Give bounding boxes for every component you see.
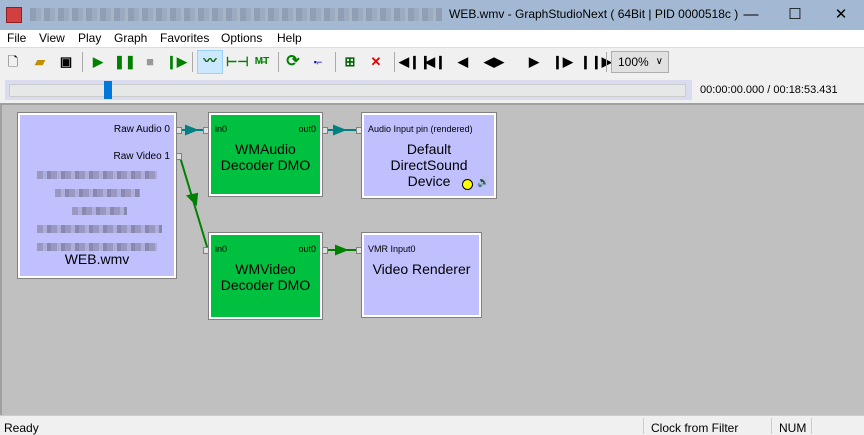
stop-icon[interactable]: ■ [146,54,154,69]
connect-mt-icon[interactable]: M̶T [254,56,270,67]
add-filter-icon[interactable]: ⊞ [344,54,356,69]
maximize-button[interactable]: ☐ [788,6,802,23]
filter-directsound-renderer[interactable]: Audio Input pin (rendered) Default Direc… [361,112,497,199]
pin-box [176,127,182,134]
zoom-select[interactable]: 100% ∨ [611,51,669,73]
close-button[interactable]: ✕ [834,6,848,23]
filter-name: WMVideo [235,261,296,277]
toolbar [0,47,864,77]
seek-forward-icon[interactable]: ▶ [529,54,539,69]
title-bar: WEB.wmv - GraphStudioNext ( 64Bit | PID … [0,0,864,30]
seek-thumb[interactable] [103,81,112,99]
filter-name: Device [407,173,451,189]
menu-options[interactable]: Options [221,31,263,45]
wire-audio-out [325,124,359,136]
blurred-info [37,171,157,179]
menu-favorites[interactable]: Favorites [160,31,210,45]
filter-name: Decoder DMO [220,277,311,293]
filter-name: WMAudio [235,141,296,157]
filter-name: Decoder DMO [220,157,311,173]
pin-box [322,127,328,134]
step-icon[interactable]: ❙▶ [166,54,187,69]
pin-box [356,127,362,134]
seek-back-icon[interactable]: ◀ [458,54,468,69]
frame-step-icon[interactable]: ◀▶ [484,54,504,69]
play-icon[interactable]: ▶ [93,54,103,69]
pin-in[interactable]: in0 [215,244,228,254]
seek-forward-large-icon[interactable]: ❙▶ [552,54,573,69]
open-icon[interactable]: ▰ [35,54,45,69]
save-icon[interactable]: ▣ [59,54,73,69]
menu-view[interactable]: View [39,31,65,45]
pin-in[interactable]: Audio Input pin (rendered) [368,124,473,134]
blurred-info [37,243,157,251]
blurred-info [72,207,127,215]
filter-video-renderer[interactable]: VMR Input0 Video Renderer [361,232,482,318]
filter-name: WEB.wmv [64,251,130,267]
window-title: WEB.wmv - GraphStudioNext ( 64Bit | PID … [449,7,739,21]
app-icon [6,7,22,23]
pin-box [203,247,209,254]
filter-name: DirectSound [390,157,468,173]
status-num: NUM [779,421,807,435]
filter-name: Default [406,141,452,157]
pin-box [356,247,362,254]
pin-raw-audio[interactable]: Raw Audio 0 [113,124,170,135]
filter-source[interactable]: Raw Audio 0 Raw Video 1 WEB.wmv [17,112,177,279]
wire-video-out [325,244,359,256]
clock-icon[interactable]: ▪⌐ [313,57,323,67]
remove-filter-icon[interactable]: ✕ [370,54,382,69]
clock-icon [462,179,473,190]
zoom-value: 100% [618,55,649,69]
status-clock: Clock from Filter [651,421,739,435]
chevron-down-icon: ∨ [655,56,663,67]
menu-graph[interactable]: Graph [114,31,148,45]
refresh-icon[interactable]: ⟳ [286,53,300,70]
blurred-info [37,225,162,233]
pin-in[interactable]: VMR Input0 [368,244,416,254]
new-icon[interactable]: 🗋 [7,54,19,69]
blurred-info [55,189,140,197]
pin-raw-video[interactable]: Raw Video 1 [113,151,170,162]
seek-back-large-icon[interactable]: ◀❙ [425,54,446,69]
status-bar: Ready Clock from Filter NUM [0,415,864,435]
minimize-button[interactable]: — [743,6,759,23]
pin-in[interactable]: in0 [215,124,228,134]
wire-video-in [179,156,209,251]
filter-name: Video Renderer [372,261,471,277]
seek-track[interactable] [9,84,686,97]
filter-wmvideo-decoder[interactable]: in0 out0 WMVideo Decoder DMO [208,232,323,320]
pin-out[interactable]: out0 [298,124,316,134]
time-readout: 00:00:00.000 / 00:18:53.431 [700,84,838,96]
blurred-path [30,8,442,21]
menu-bar: File View Play Graph Favorites Options H… [0,30,864,47]
filter-wmaudio-decoder[interactable]: in0 out0 WMAudio Decoder DMO [208,112,323,197]
pin-out[interactable]: out0 [298,244,316,254]
status-text: Ready [4,421,39,435]
pin-box [203,127,209,134]
menu-help[interactable]: Help [277,31,302,45]
pin-box [322,247,328,254]
menu-file[interactable]: File [7,31,27,45]
pin-box [176,153,182,160]
wire-audio-in [181,124,206,136]
pause-icon[interactable]: ❚❚ [114,54,136,69]
connect-intelligent-icon[interactable]: ⊢⊣ [226,54,249,69]
speaker-icon: 🔊 [477,177,490,188]
connect-direct-icon[interactable]: 〰 [197,50,223,74]
menu-play[interactable]: Play [78,31,102,45]
